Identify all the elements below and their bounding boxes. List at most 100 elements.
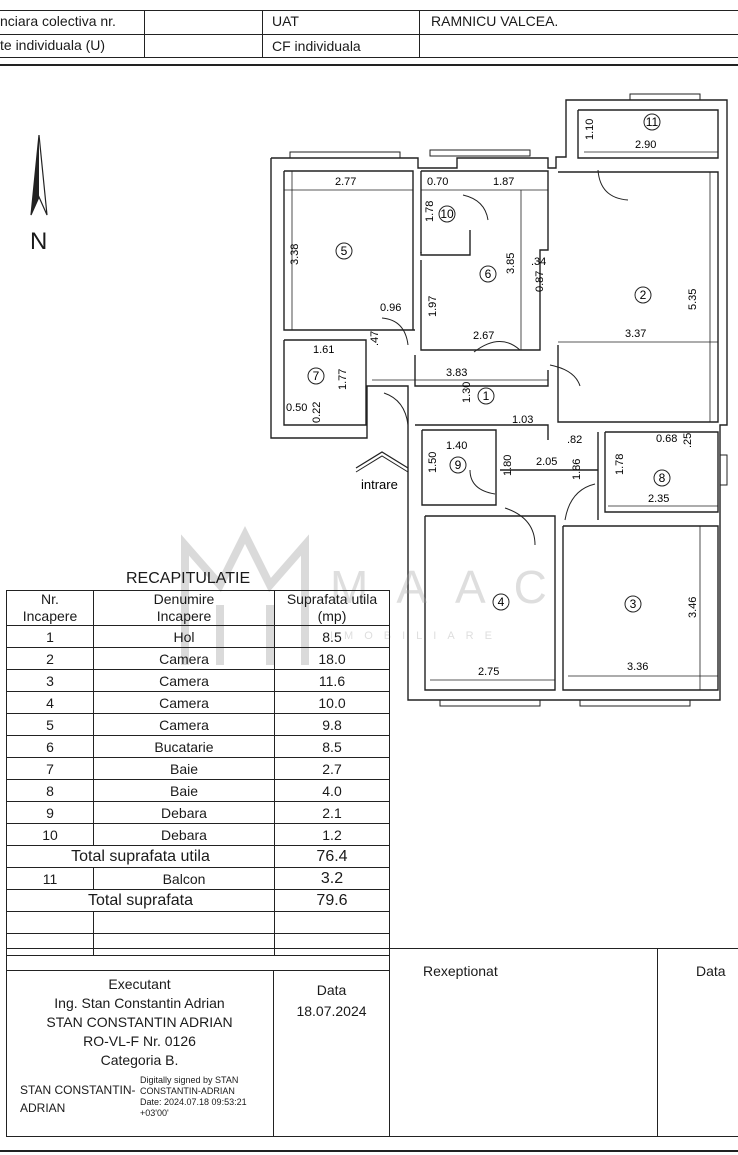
north-label: N (30, 228, 48, 255)
cell-name: Camera (93, 669, 275, 692)
dim-label: .25 (682, 433, 694, 448)
dim-label: 1.50 (427, 452, 439, 473)
room-number-5: 5 (341, 244, 348, 258)
col-header-denumire: Denumire Incapere (93, 590, 275, 626)
col-header-nr: Nr. Incapere (6, 590, 94, 626)
room-number-7: 7 (313, 369, 320, 383)
dim-label: 1.77 (337, 369, 349, 390)
dim-label: .34 (531, 256, 546, 268)
cell-area: 11.6 (274, 669, 390, 692)
entrance-icon (355, 451, 409, 469)
room-number-1: 1 (483, 389, 490, 403)
dim-label: 1.61 (313, 344, 334, 356)
dim-label: 2.67 (473, 330, 494, 342)
dim-label: 1.80 (502, 455, 514, 476)
cell-area: 1.2 (274, 823, 390, 846)
dim-label: 2.77 (335, 176, 356, 188)
receptionat-label: Rexeptionat (423, 963, 498, 979)
signer-name-1: STAN CONSTANTIN- (20, 1083, 136, 1097)
dim-label: 0.68 (656, 433, 677, 445)
cell-name: Debara (93, 801, 275, 824)
dim-label: 2.05 (536, 456, 557, 468)
empty-row (6, 911, 390, 934)
executant-line-2: STAN CONSTANTIN ADRIAN (46, 1014, 233, 1030)
executant-line-4: Categoria B. (100, 1052, 179, 1068)
dim-label: 1.10 (584, 119, 596, 140)
executant-line-3: RO-VL-F Nr. 0126 (83, 1033, 196, 1049)
cell-nr: 3 (6, 669, 94, 692)
entrance-label: intrare (361, 477, 398, 492)
header-cell-a: nciara colectiva nr. (0, 13, 116, 29)
cell-area: 2.1 (274, 801, 390, 824)
dim-label: 3.37 (625, 328, 646, 340)
total-util-row: Total suprafata utila 76.4 (6, 845, 390, 868)
total-row: Total suprafata 79.6 (6, 889, 390, 912)
cell-name: Hol (93, 625, 275, 648)
digital-signature: Digitally signed by STAN CONSTANTIN-ADRI… (140, 1075, 247, 1119)
digital-line-3: Date: 2024.07.18 09:53:21 (140, 1097, 247, 1107)
signer-name-2: ADRIAN (20, 1101, 66, 1115)
room-number-4: 4 (498, 595, 505, 609)
cell-nr: 8 (6, 779, 94, 802)
dim-label: 3.38 (289, 244, 301, 265)
header-cell-b: UAT (272, 13, 299, 29)
header-cell-e: CF individuala (272, 38, 361, 54)
dim-label: 0.50 (286, 402, 307, 414)
digital-line-2: CONSTANTIN-ADRIAN (140, 1086, 235, 1096)
balcon-row: 11 Balcon 3.2 (6, 867, 390, 890)
total-value: 79.6 (274, 889, 390, 912)
cell-nr: 4 (6, 691, 94, 714)
cell-area: 4.0 (274, 779, 390, 802)
total-util-value: 76.4 (274, 845, 390, 868)
dim-label: .82 (567, 434, 582, 446)
cell-nr: 10 (6, 823, 94, 846)
cell-nr: 2 (6, 647, 94, 670)
dim-label: 1.87 (493, 176, 514, 188)
dim-label: 1.30 (461, 382, 473, 403)
cell-name: Debara (93, 823, 275, 846)
dim-label: 1.86 (571, 459, 583, 480)
cell-area: 2.7 (274, 757, 390, 780)
cell-nr: 1 (6, 625, 94, 648)
data2-label: Data (696, 963, 726, 979)
balcon-value: 3.2 (274, 867, 390, 890)
dim-label: 0.96 (380, 302, 401, 314)
total-util-label: Total suprafata utila (6, 845, 275, 868)
dim-label: 3.46 (687, 597, 699, 618)
recap-title: RECAPITULATIE (126, 570, 251, 587)
dim-label: 2.90 (635, 139, 656, 151)
dim-label: 3.36 (627, 661, 648, 673)
cell-name: Camera (93, 647, 275, 670)
room-number-6: 6 (485, 267, 492, 281)
dim-label: 0.87 (534, 271, 546, 292)
north-arrow-icon (30, 135, 48, 216)
room-number-3: 3 (630, 597, 637, 611)
data-value: 18.07.2024 (296, 1003, 367, 1019)
dim-label: 1.40 (446, 440, 467, 452)
cell-name: Camera (93, 691, 275, 714)
dim-label: 3.83 (446, 367, 467, 379)
cell-name: Bucatarie (93, 735, 275, 758)
cell-name: Baie (93, 757, 275, 780)
dim-label: 1.03 (512, 414, 533, 426)
cell-area: 10.0 (274, 691, 390, 714)
floor-plan: intrare 1 2 3 4 5 6 7 8 9 10 11 2.77 3.3… (270, 93, 728, 707)
cell-nr: 7 (6, 757, 94, 780)
cell-nr: 6 (6, 735, 94, 758)
room-number-10: 10 (440, 207, 454, 221)
dim-label: .47 (369, 331, 381, 346)
dim-label: 3.85 (505, 253, 517, 274)
cell-area: 8.5 (274, 625, 390, 648)
digital-line-4: +03'00' (140, 1108, 169, 1118)
room-number-9: 9 (455, 458, 462, 472)
empty-row (6, 933, 390, 956)
dim-label: 1.78 (614, 454, 626, 475)
header-cell-c: RAMNICU VALCEA. (431, 13, 559, 29)
